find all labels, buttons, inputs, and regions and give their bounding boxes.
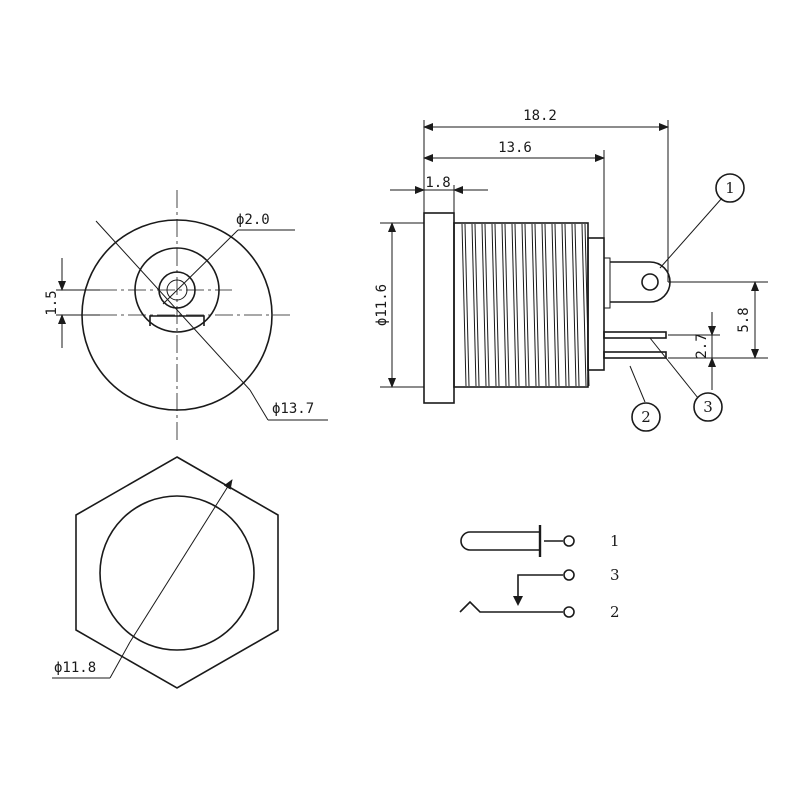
flange-body <box>423 212 455 404</box>
callout-1-circle <box>715 173 745 203</box>
sleeve-contact <box>459 600 563 613</box>
hex-bore-label: ϕ11.8 <box>54 660 96 676</box>
pin1-tab <box>610 261 671 303</box>
front-view: 1.5 ϕ2.0 ϕ13.7 <box>44 190 328 440</box>
schematic-label-1: 1 <box>610 532 620 550</box>
schematic-label-2: 2 <box>610 603 620 621</box>
thread-diameter-label: ϕ11.6 <box>374 284 390 326</box>
callout-3-circle <box>693 392 723 422</box>
total-length-label: 18.2 <box>523 108 557 124</box>
side-view: 18.2 13.6 1.8 ϕ11.6 5.8 2.7 1 2 3 <box>374 108 768 432</box>
inner-hole-label: ϕ2.0 <box>236 212 270 228</box>
callout-1-label: 1 <box>725 179 735 197</box>
pin-symbol <box>460 531 541 551</box>
pin1-hole <box>641 273 659 291</box>
offset-label: 1.5 <box>44 290 60 315</box>
pin3-offset-label: 2.7 <box>694 333 710 358</box>
callout-3-label: 3 <box>703 398 713 416</box>
hex-bore-circle <box>99 495 255 651</box>
callout-2-circle <box>631 402 661 432</box>
rear-collar <box>587 237 605 371</box>
hex-nut <box>75 456 279 689</box>
body-length-label: 13.6 <box>498 140 532 156</box>
callout-2-label: 2 <box>641 408 651 426</box>
schematic: 1 3 2 <box>459 525 620 621</box>
schematic-label-3: 3 <box>610 566 620 584</box>
flange-diameter-label: ϕ13.7 <box>272 401 314 417</box>
pin1-offset-label: 5.8 <box>736 307 752 332</box>
thread-lines <box>461 223 590 387</box>
hex-view: ϕ11.8 <box>52 456 279 689</box>
flange-thickness-label: 1.8 <box>425 175 450 191</box>
